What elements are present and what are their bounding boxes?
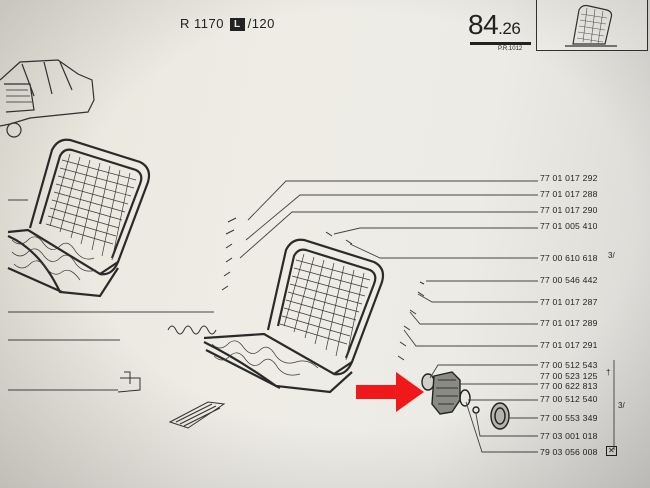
part-number: 77 01 005 410 [540,221,598,231]
loose-parts [117,217,425,429]
part-number: 77 01 017 291 [540,340,598,350]
boxed-mark: ✕ [606,446,617,456]
dagger-mark: † [606,368,611,377]
page-number: 84.26 [468,9,521,40]
seat-frame-left [7,138,151,298]
part-number: 77 00 610 618 [540,253,598,263]
part-number: 77 01 017 288 [540,189,598,199]
variant-mark: 3/ [618,401,625,410]
model-suffix: /120 [247,16,275,31]
part-number: 77 01 017 287 [540,297,598,307]
seat-mesh-right [211,253,371,376]
car-silhouette [0,59,95,138]
seat-frame-right [203,238,385,394]
page-number-underline [470,42,531,45]
model-reference: R 1170 L/120 [180,16,275,31]
part-number: 77 00 523 125 [540,371,598,381]
model-badge: L [229,18,245,31]
part-number: 77 03 001 018 [540,431,598,441]
seat-thumbnail-icon [565,4,617,47]
recliner-knob-assembly [421,371,510,430]
seat-thumbnail [536,0,648,51]
page-reference: P.R.1012 [498,46,523,52]
variant-mark: 3/ [608,251,615,260]
part-number: 77 01 017 292 [540,173,598,183]
part-number: 77 00 546 442 [540,275,598,285]
leader-lines [8,180,615,453]
part-number: 77 01 017 289 [540,318,598,328]
part-number: 77 00 512 540 [540,394,598,404]
part-number: 77 00 512 543 [540,360,598,370]
part-number: 77 00 622 813 [540,381,598,391]
model-code: R 1170 [180,16,224,31]
part-number: 77 00 553 349 [540,413,598,423]
highlight-arrow [356,372,424,412]
seat-mesh-left [11,153,137,281]
part-number: 79 03 056 008 [540,447,598,457]
part-number: 77 01 017 290 [540,205,598,215]
